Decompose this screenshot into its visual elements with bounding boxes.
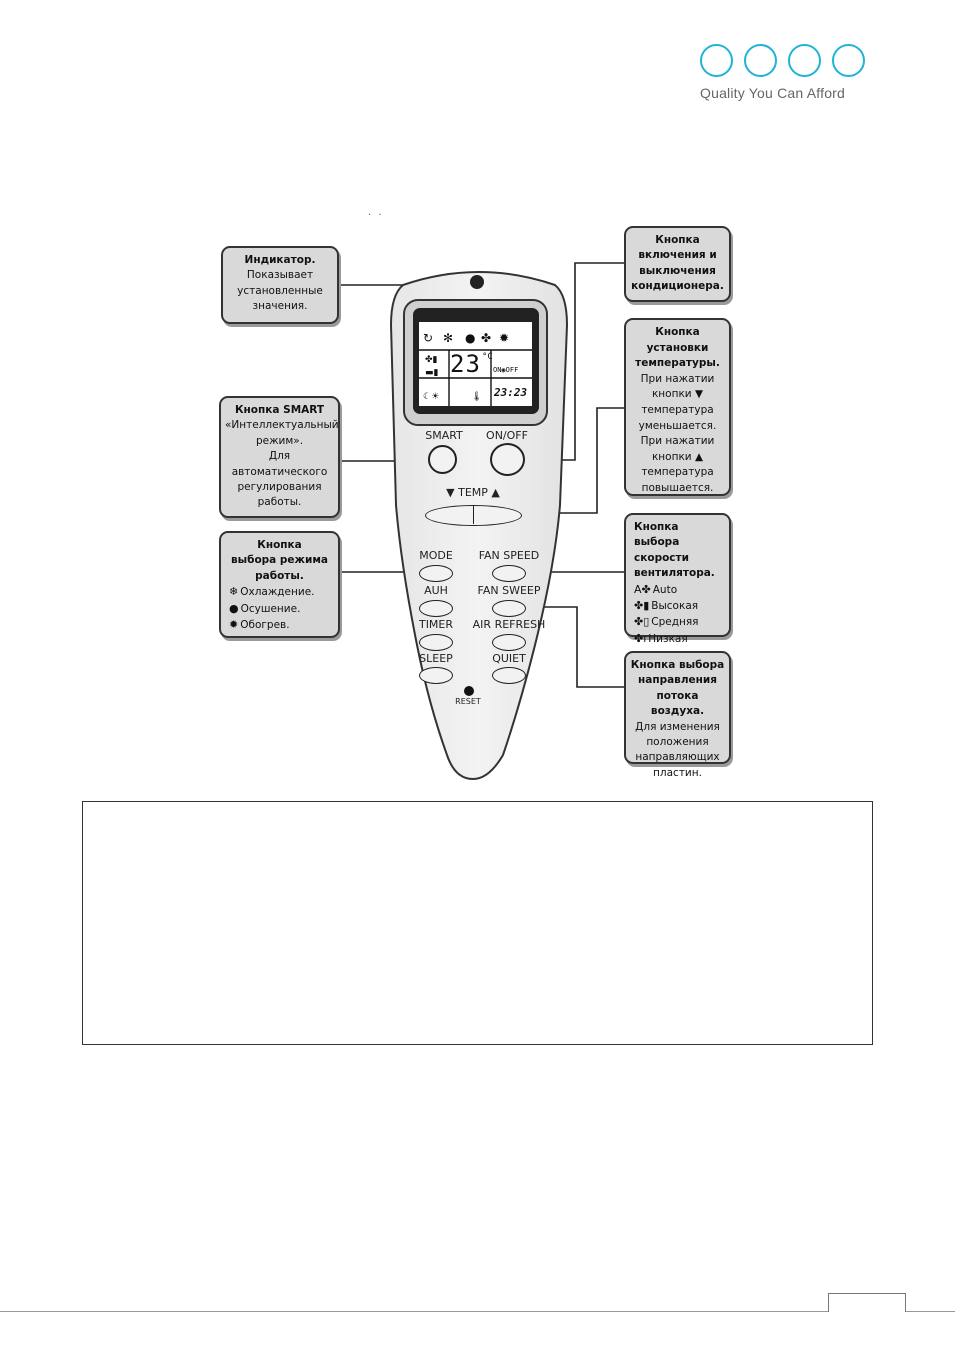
- callout-title: Индикатор.: [244, 254, 316, 266]
- temp-rocker: [425, 505, 522, 526]
- fanspeed-item-high: ✤▮Высокая: [634, 599, 699, 613]
- logo-circle: [700, 44, 733, 77]
- footer-rule: [0, 1311, 955, 1312]
- lcd-screen: [419, 322, 532, 406]
- callout-temp: Кнопка установки температуры. При нажати…: [624, 318, 731, 496]
- smart-button[interactable]: [428, 445, 457, 474]
- logo-tagline: Quality You Can Afford: [700, 85, 846, 101]
- brand-logo: [700, 44, 870, 78]
- callout-title: Кнопка выбора направления потока воздуха…: [630, 659, 725, 718]
- droplet-icon: ●: [229, 601, 239, 615]
- lcd-battery-icon: ▬▮: [425, 368, 439, 378]
- mode-button[interactable]: [419, 565, 453, 582]
- quiet-label: QUIET: [492, 652, 526, 665]
- fan-low-icon: ✤ı: [634, 631, 647, 645]
- sun-icon: ✹: [499, 331, 509, 345]
- onoff-button[interactable]: [490, 443, 525, 476]
- timer-label: TIMER: [418, 618, 454, 631]
- lcd-temperature: 23: [450, 350, 481, 378]
- auh-label: AUH: [424, 584, 448, 597]
- temp-down-button[interactable]: [426, 506, 473, 524]
- fan-high-icon: ✤▮: [634, 599, 650, 613]
- auh-button[interactable]: [419, 600, 453, 617]
- sun-icon: ✹: [229, 618, 239, 632]
- callout-title: Кнопка SMART: [234, 404, 325, 416]
- temp-label: ▼ TEMP ▲: [446, 486, 500, 499]
- callout-fanspeed: Кнопка выбора скорости вентилятора. A✤Au…: [624, 513, 731, 645]
- heading-fragment: · ·: [368, 210, 384, 221]
- callout-onoff: Кнопка включения и выключения кондиционе…: [624, 226, 731, 302]
- lcd-clock: 23:23: [494, 386, 528, 399]
- mode-item-dry: ●Осушение.: [229, 601, 301, 615]
- snowflake-icon: ❄: [229, 585, 239, 599]
- lcd-onoff-indicator: ON◉OFF: [493, 366, 519, 374]
- info-box: [82, 801, 873, 1045]
- timer-button[interactable]: [419, 634, 453, 651]
- sleep-button[interactable]: [419, 667, 453, 684]
- callout-airflow: Кнопка выбора направления потока воздуха…: [624, 651, 731, 779]
- temp-up-button[interactable]: [474, 506, 521, 524]
- leader-airflow: [524, 606, 624, 688]
- callout-title: Кнопка установки температуры.: [635, 326, 720, 370]
- snowflake-icon: ✻: [443, 331, 453, 345]
- callout-title: Кнопка выбора скорости вентилятора.: [634, 521, 715, 580]
- callout-text: «Интеллектуальный режим». Для автоматиче…: [225, 419, 339, 509]
- fan-medium-icon: ✤▯: [634, 615, 650, 629]
- callout-text: При нажатии: [640, 435, 715, 448]
- callout-smart: Кнопка SMART «Интеллектуальный режим». Д…: [219, 396, 340, 518]
- reset-button[interactable]: [464, 686, 474, 696]
- quiet-button[interactable]: [492, 667, 526, 684]
- callout-text: температура повышается.: [641, 466, 714, 494]
- swing-icon: ↻: [423, 331, 433, 345]
- logo-circle: [832, 44, 865, 77]
- callout-title: Кнопка выбора режима работы.: [230, 539, 329, 582]
- fanspeed-item-auto: A✤Auto: [634, 582, 678, 596]
- droplet-icon: ●: [465, 331, 475, 345]
- callout-text: При нажатии: [640, 372, 715, 385]
- mode-item-cooling: ❄Охлаждение.: [229, 585, 315, 599]
- logo-circle: [744, 44, 777, 77]
- callout-text: Показывает установленные значения.: [237, 269, 323, 313]
- lcd-fan-speed-icon: ✤▮: [425, 355, 438, 365]
- lcd-temperature-unit: °C: [482, 352, 493, 362]
- onoff-label: ON/OFF: [486, 429, 528, 442]
- logo-circle: [788, 44, 821, 77]
- airrefresh-button[interactable]: [492, 634, 526, 651]
- mode-item-heating: ✹Обогрев.: [229, 618, 290, 632]
- callout-text: кнопки ▼: [651, 388, 704, 401]
- reset-label: RESET: [455, 697, 481, 706]
- temp-divider: [473, 506, 475, 524]
- sleep-label: SLEEP: [419, 652, 453, 665]
- callout-text: температура уменьшается.: [638, 403, 717, 432]
- ir-emitter: [470, 275, 484, 289]
- fanspeed-label: FAN SPEED: [478, 549, 540, 562]
- callout-title: Кнопка включения и выключения кондиционе…: [631, 234, 724, 293]
- callout-text: Для изменения положения направляющих пла…: [635, 720, 720, 779]
- fanspeed-item-medium: ✤▯Средняя: [634, 615, 699, 629]
- callout-text: кнопки ▲: [651, 450, 704, 463]
- page-number-tab: [828, 1293, 906, 1312]
- lcd-thermo-icon: 🌡: [471, 391, 482, 402]
- fan-auto-icon: A✤: [634, 582, 651, 596]
- fan-icon: ✤: [481, 331, 491, 345]
- fansweep-label: FAN SWEEP: [477, 584, 541, 597]
- smart-label: SMART: [425, 429, 463, 442]
- airrefresh-label: AIR REFRESH: [472, 618, 546, 631]
- fansweep-button[interactable]: [492, 600, 526, 617]
- mode-label: MODE: [419, 549, 453, 562]
- fanspeed-button[interactable]: [492, 565, 526, 582]
- callout-indicator: Индикатор. Показывает установленные знач…: [221, 246, 339, 324]
- lcd-sleep-icon: ☾☀: [423, 392, 439, 402]
- lcd-mode-icons: ↻ ✻ ● ✤ ✹: [423, 331, 509, 345]
- callout-mode: Кнопка выбора режима работы. ❄Охлаждение…: [219, 531, 340, 638]
